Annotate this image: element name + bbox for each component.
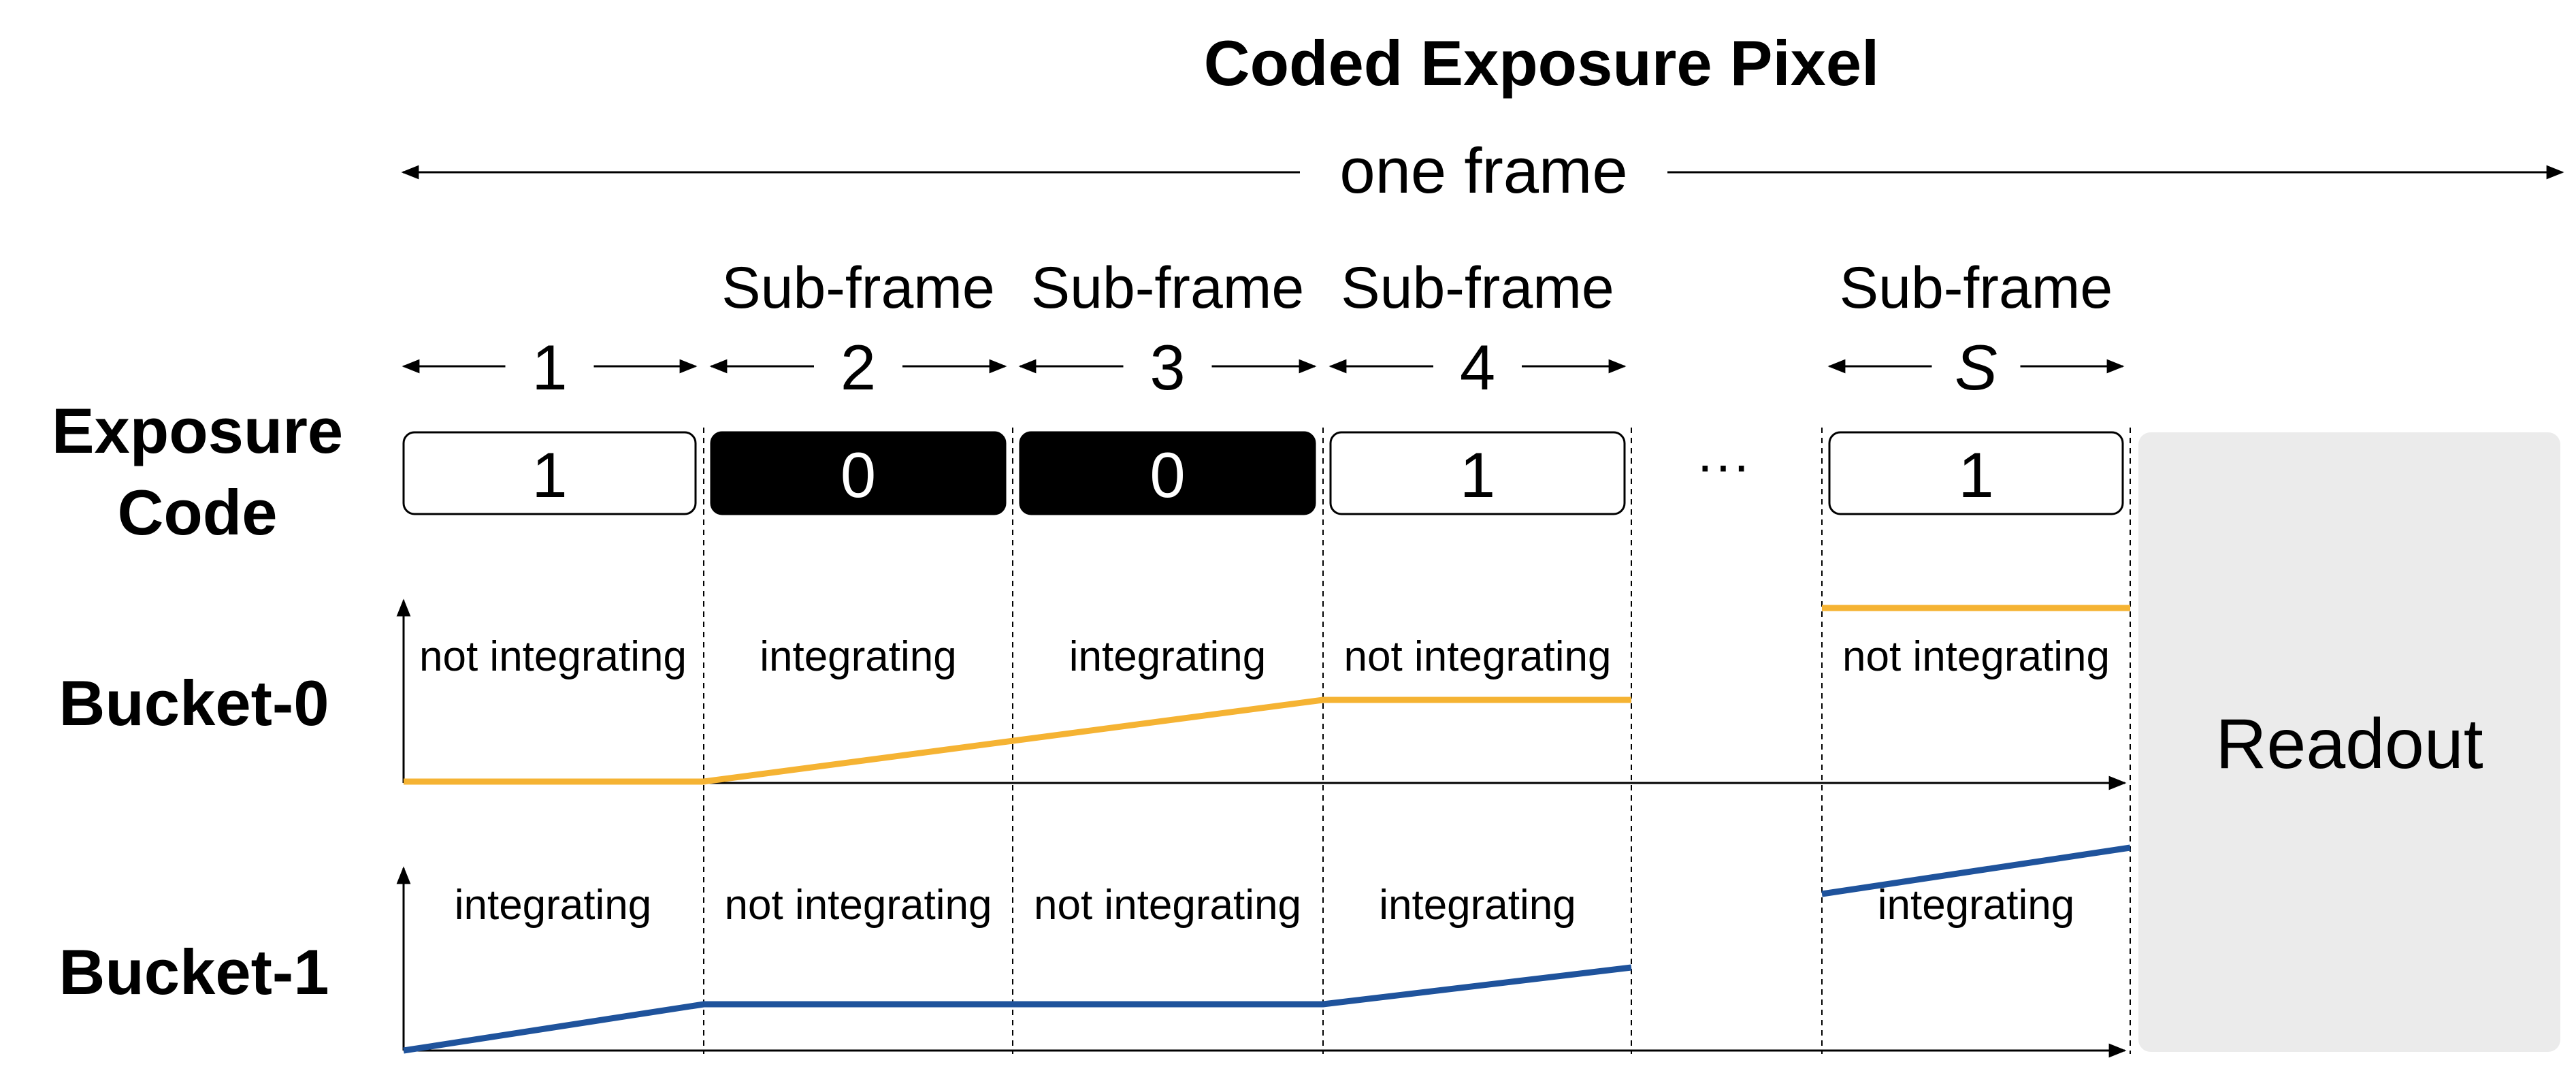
- exposure-code-box: [1019, 431, 1316, 515]
- bucket1-state-label: integrating: [455, 882, 652, 929]
- subframe-word: Sub-frame: [1840, 255, 2113, 321]
- exposure-code-box: [1828, 431, 2124, 515]
- frame-span-arrow: one frame: [401, 135, 2564, 206]
- subframe-index: 3: [1150, 332, 1185, 403]
- bucket1-label: Bucket-1: [59, 936, 329, 1008]
- bucket0-state-label: not integrating: [1842, 633, 2110, 680]
- exposure-code-row: 1 0 0 1 1: [402, 431, 2124, 515]
- bucket1-curve-segment: [1821, 844, 2131, 897]
- bucket1-state-label: integrating: [1878, 882, 2075, 929]
- subframe-index: S: [1955, 332, 1998, 403]
- subframe-index: 4: [1460, 332, 1495, 403]
- bucket0-charge-curve: [404, 605, 2130, 785]
- exposure-code-label-line1: Exposure: [52, 395, 343, 466]
- bucket0-curve-segment: [404, 696, 1631, 785]
- bucket1-state-label: not integrating: [1034, 882, 1301, 929]
- exposure-code-box: [402, 431, 697, 515]
- exposure-code-box: [1329, 431, 1626, 515]
- subframe-word: Sub-frame: [721, 255, 995, 321]
- exposure-code-value: 1: [1958, 439, 1993, 511]
- bucket1-axes: [396, 866, 2127, 1058]
- exposure-code-value: 1: [532, 439, 567, 511]
- bucket1-state-label: integrating: [1379, 882, 1576, 929]
- subframe-headers: 1 Sub-frame 2 Sub-frame 3 Sub-frame 4 Sub-frame…: [402, 255, 2125, 403]
- bucket0-state-label: integrating: [760, 633, 957, 680]
- frame-label: one frame: [1339, 135, 1627, 206]
- bucket0-state-label: integrating: [1069, 633, 1267, 680]
- readout-block: [2138, 432, 2560, 1052]
- subframe-index: 1: [532, 332, 567, 403]
- diagram-title: Coded Exposure Pixel: [1204, 27, 1880, 99]
- bucket0-label: Bucket-0: [59, 667, 329, 739]
- exposure-code-value: 1: [1460, 439, 1495, 511]
- bucket1-curve-segment: [403, 964, 1632, 1054]
- subframe-index: 2: [841, 332, 876, 403]
- exposure-code-label-line2: Code: [118, 477, 278, 548]
- exposure-code-value: 0: [841, 439, 876, 511]
- bucket-state-labels: not integrating integrating integrating not…: [419, 633, 2110, 929]
- readout-label: Readout: [2215, 705, 2483, 784]
- bucket0-axes: [396, 598, 2127, 790]
- ellipsis: ···: [1696, 434, 1750, 495]
- bucket1-state-label: not integrating: [725, 882, 992, 929]
- bucket0-state-label: not integrating: [419, 633, 687, 680]
- exposure-code-value: 0: [1150, 439, 1185, 511]
- bucket1-charge-curve: [403, 844, 2131, 1054]
- subframe-separators: [703, 428, 2131, 1054]
- bucket0-state-label: not integrating: [1344, 633, 1612, 680]
- exposure-code-box: [710, 431, 1007, 515]
- subframe-word: Sub-frame: [1341, 255, 1614, 321]
- subframe-word: Sub-frame: [1031, 255, 1305, 321]
